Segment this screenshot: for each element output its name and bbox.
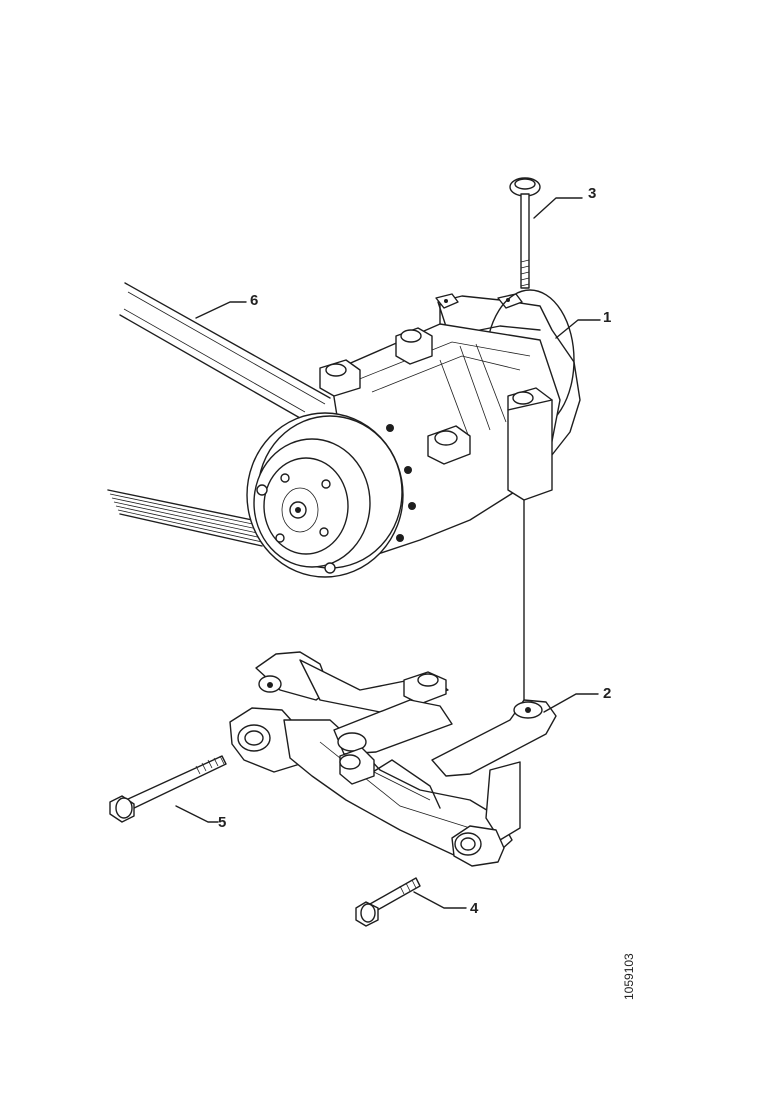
callout-4: 4 <box>470 900 479 917</box>
compressor <box>246 289 581 578</box>
callout-5: 5 <box>218 814 227 831</box>
top-bolt <box>509 177 541 289</box>
reference-code: 1059103 <box>622 953 636 1000</box>
callout-3: 3 <box>588 185 597 202</box>
callout-6: 6 <box>250 292 259 309</box>
bracket <box>229 651 557 867</box>
callout-1: 1 <box>603 309 612 326</box>
leader-lines <box>175 197 601 909</box>
long-bolt <box>109 755 227 823</box>
callout-2: 2 <box>603 685 612 702</box>
lower-bolt <box>355 877 421 927</box>
